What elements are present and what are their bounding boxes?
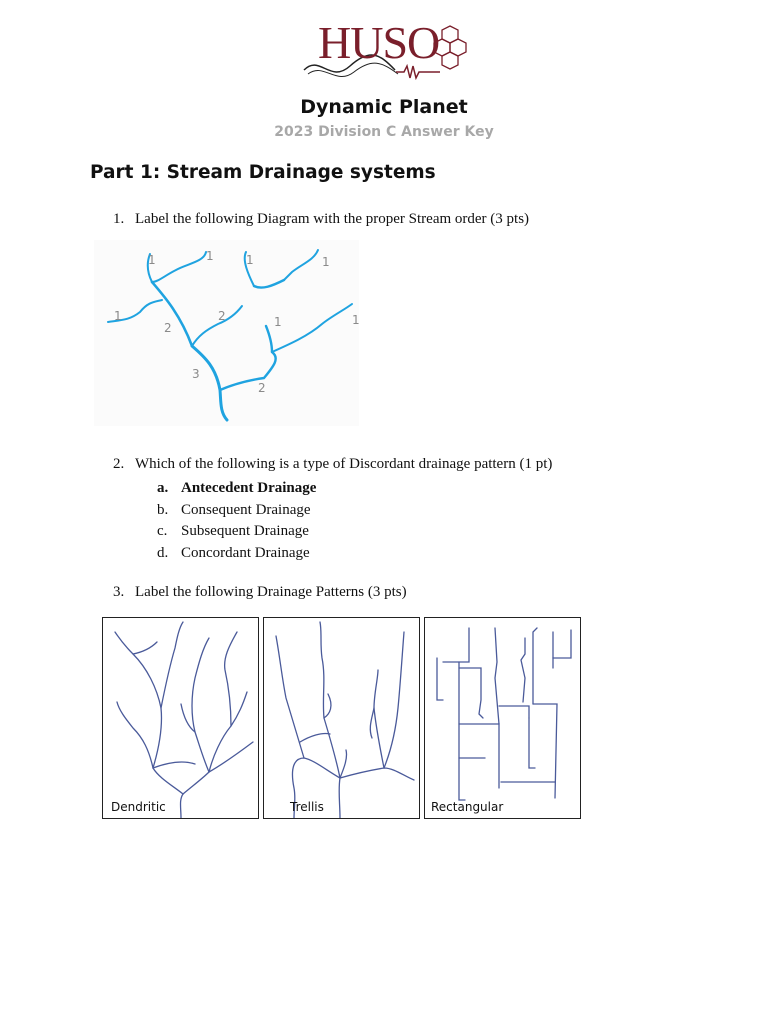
- rectangular-drawing: [436, 627, 572, 801]
- pattern-label: Rectangular: [431, 800, 504, 814]
- stream-order-svg: 1 1 1 1 1 1 2 2 1 3 2: [107, 249, 360, 422]
- order-label: 2: [164, 321, 172, 335]
- question-3: 3. Label the following Drainage Patterns …: [113, 584, 407, 601]
- part-heading: Part 1: Stream Drainage systems: [90, 162, 436, 183]
- order-label: 1: [274, 315, 282, 329]
- trellis-drawing: [275, 621, 415, 819]
- question-text: Label the following Drainage Patterns (3…: [135, 584, 407, 600]
- order-label: 1: [246, 253, 254, 267]
- order-label: 1: [352, 313, 359, 327]
- logo-graphic: [303, 25, 467, 81]
- answer-options: a.Antecedent Drainage b.Consequent Drain…: [157, 478, 316, 564]
- order-label: 1: [206, 249, 214, 263]
- option-b: b.Consequent Drainage: [157, 501, 311, 518]
- pattern-label: Dendritic: [111, 800, 166, 814]
- order-label: 2: [258, 381, 266, 395]
- question-number: 1.: [113, 211, 125, 227]
- pattern-trellis: Trellis: [263, 617, 420, 819]
- order-label: 1: [148, 253, 156, 267]
- question-text: Label the following Diagram with the pro…: [135, 211, 530, 227]
- huso-logo: HUSO: [300, 14, 470, 88]
- option-a: a.Antecedent Drainage: [157, 480, 317, 496]
- question-2: 2. Which of the following is a type of Di…: [113, 456, 552, 473]
- question-1: 1. Label the following Diagram with the p…: [113, 211, 529, 228]
- order-label: 3: [192, 367, 200, 381]
- order-label: 1: [322, 255, 330, 269]
- order-label: 1: [114, 309, 122, 323]
- option-d: d.Concordant Drainage: [157, 544, 310, 561]
- logo-text: HUSO: [318, 17, 440, 68]
- pattern-rectangular: Rectangular: [424, 617, 581, 819]
- page-subtitle: 2023 Division C Answer Key: [274, 124, 494, 140]
- question-number: 2.: [113, 456, 125, 472]
- order-label: 2: [218, 309, 226, 323]
- question-number: 3.: [113, 584, 125, 600]
- pattern-dendritic: Dendritic: [102, 617, 259, 819]
- pattern-label: Trellis: [290, 800, 324, 814]
- dendritic-drawing: [114, 621, 254, 819]
- question-text: Which of the following is a type of Disc…: [135, 456, 553, 472]
- stream-order-diagram: 1 1 1 1 1 1 2 2 1 3 2: [94, 240, 360, 426]
- page-title: Dynamic Planet: [300, 96, 468, 118]
- option-c: c.Subsequent Drainage: [157, 523, 309, 539]
